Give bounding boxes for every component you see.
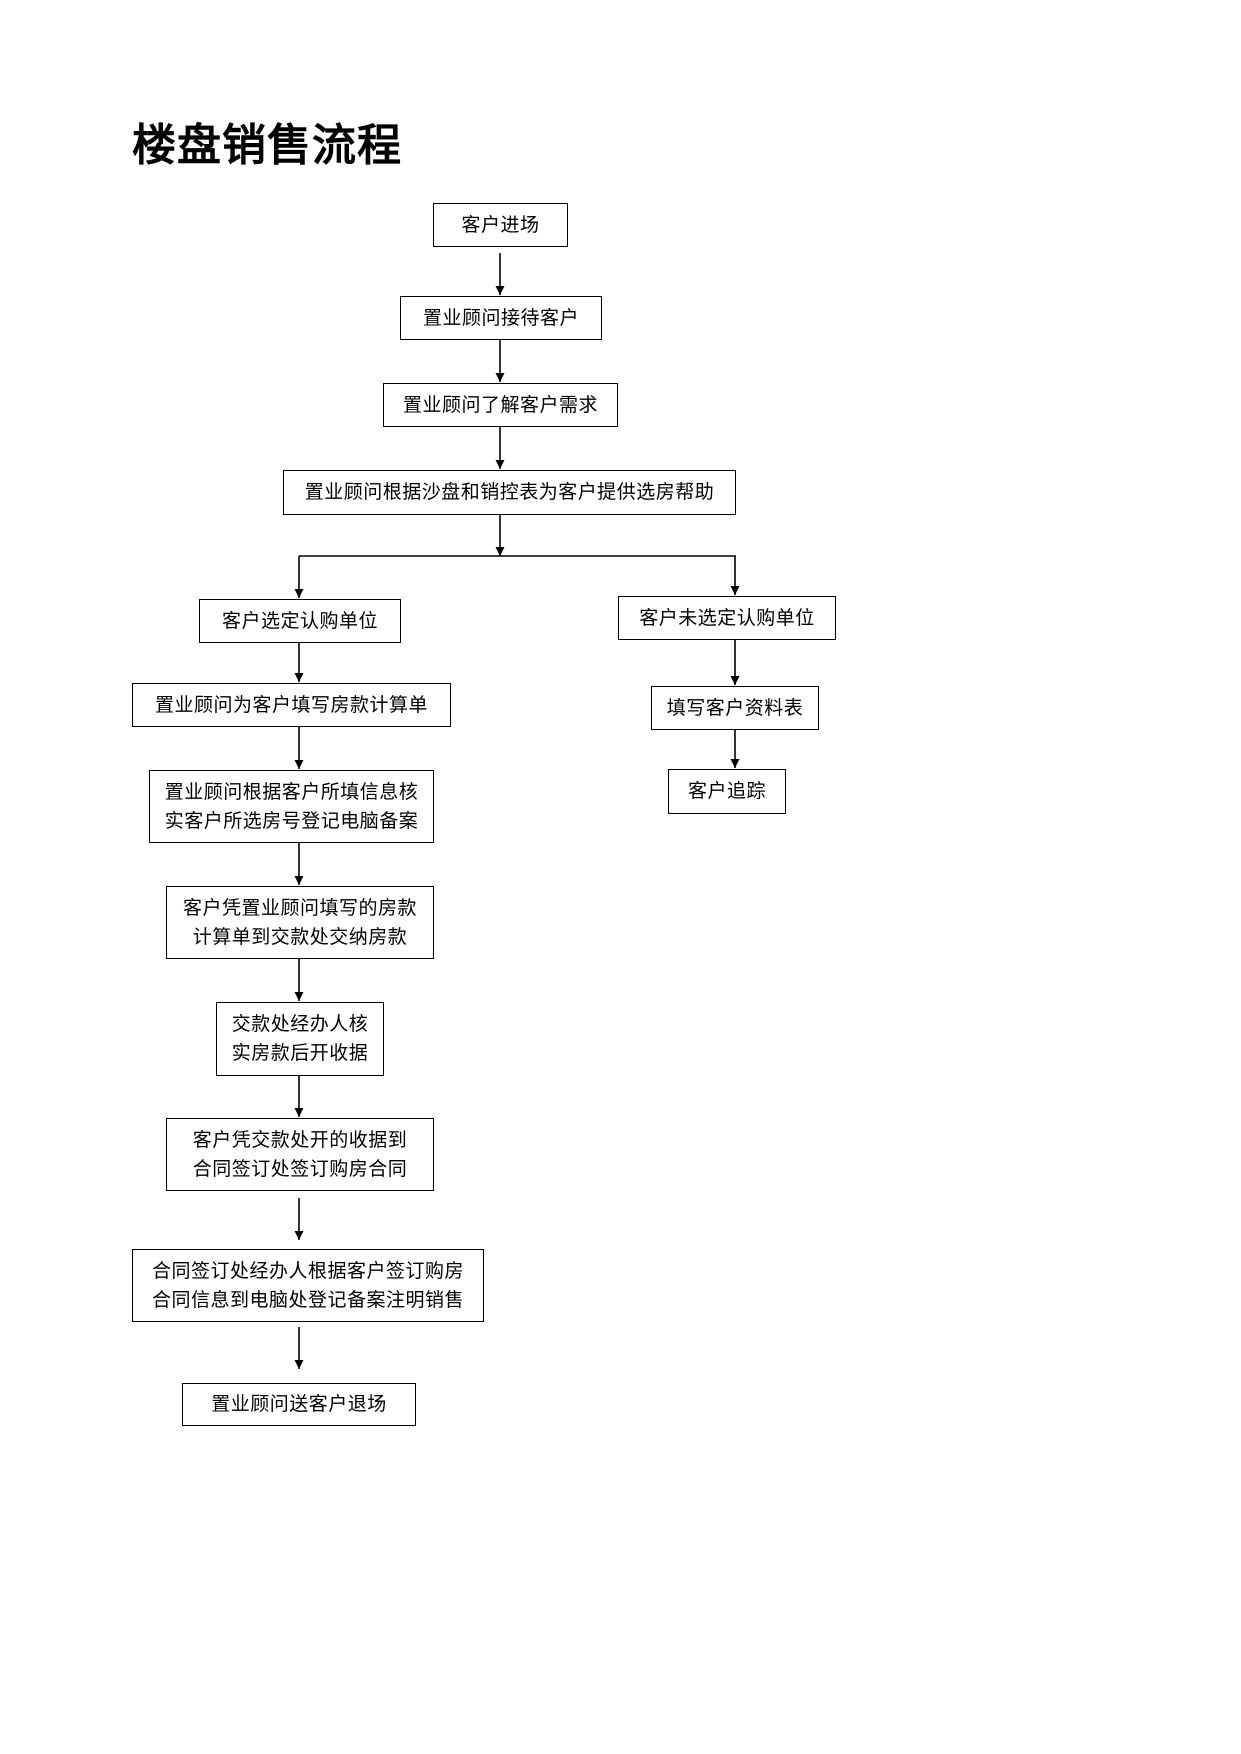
step-customer-selects-unit: 客户选定认购单位 bbox=[199, 599, 401, 643]
step-text: 客户选定认购单位 bbox=[221, 609, 378, 632]
step-text-line-2: 实客户所选房号登记电脑备案 bbox=[164, 809, 419, 832]
step-see-customer-off: 置业顾问送客户退场 bbox=[182, 1383, 416, 1426]
step-text-line-2: 合同签订处签订购房合同 bbox=[192, 1157, 408, 1180]
step-consultant-helps-choose: 置业顾问根据沙盘和销控表为客户提供选房帮助 bbox=[283, 470, 736, 515]
step-text: 客户追踪 bbox=[687, 780, 766, 802]
step-consultant-receives: 置业顾问接待客户 bbox=[400, 296, 602, 340]
step-text: 客户进场 bbox=[461, 213, 540, 236]
step-text: 置业顾问接待客户 bbox=[422, 306, 579, 329]
step-cashier-issues-receipt: 交款处经办人核 实房款后开收据 bbox=[216, 1002, 384, 1076]
step-text: 置业顾问送客户退场 bbox=[211, 1393, 387, 1415]
step-text-line-1: 交款处经办人核 bbox=[231, 1013, 369, 1035]
step-text-line-2: 合同信息到电脑处登记备案注明销售 bbox=[151, 1288, 464, 1311]
step-pay-at-cashier: 客户凭置业顾问填写的房款 计算单到交款处交纳房款 bbox=[166, 886, 434, 959]
step-customer-follow-up: 客户追踪 bbox=[668, 769, 786, 814]
step-text-line-1: 客户凭交款处开的收据到 bbox=[192, 1128, 408, 1151]
step-text: 置业顾问了解客户需求 bbox=[402, 393, 598, 416]
step-customer-enters: 客户进场 bbox=[433, 203, 568, 247]
step-verify-and-register: 置业顾问根据客户所填信息核 实客户所选房号登记电脑备案 bbox=[149, 770, 434, 843]
step-text-line-1: 客户凭置业顾问填写的房款 bbox=[182, 896, 417, 919]
step-sign-contract: 客户凭交款处开的收据到 合同签订处签订购房合同 bbox=[166, 1118, 434, 1191]
step-text: 填写客户资料表 bbox=[666, 696, 804, 719]
step-text-line-1: 合同签订处经办人根据客户签订购房 bbox=[151, 1259, 464, 1282]
step-text-line-1: 置业顾问根据客户所填信息核 bbox=[164, 780, 419, 803]
step-fill-customer-form: 填写客户资料表 bbox=[651, 686, 819, 730]
step-text: 客户未选定认购单位 bbox=[639, 606, 815, 629]
step-text: 置业顾问根据沙盘和销控表为客户提供选房帮助 bbox=[304, 481, 715, 503]
step-fill-payment-sheet: 置业顾问为客户填写房款计算单 bbox=[132, 683, 451, 727]
step-consultant-learns-needs: 置业顾问了解客户需求 bbox=[383, 383, 618, 427]
step-register-contract: 合同签订处经办人根据客户签订购房 合同信息到电脑处登记备案注明销售 bbox=[132, 1249, 484, 1322]
step-customer-not-selected: 客户未选定认购单位 bbox=[618, 596, 836, 640]
step-text-line-2: 实房款后开收据 bbox=[231, 1042, 369, 1064]
step-text: 置业顾问为客户填写房款计算单 bbox=[154, 693, 428, 716]
step-text-line-2: 计算单到交款处交纳房款 bbox=[192, 925, 408, 948]
page-title: 楼盘销售流程 bbox=[132, 120, 402, 171]
